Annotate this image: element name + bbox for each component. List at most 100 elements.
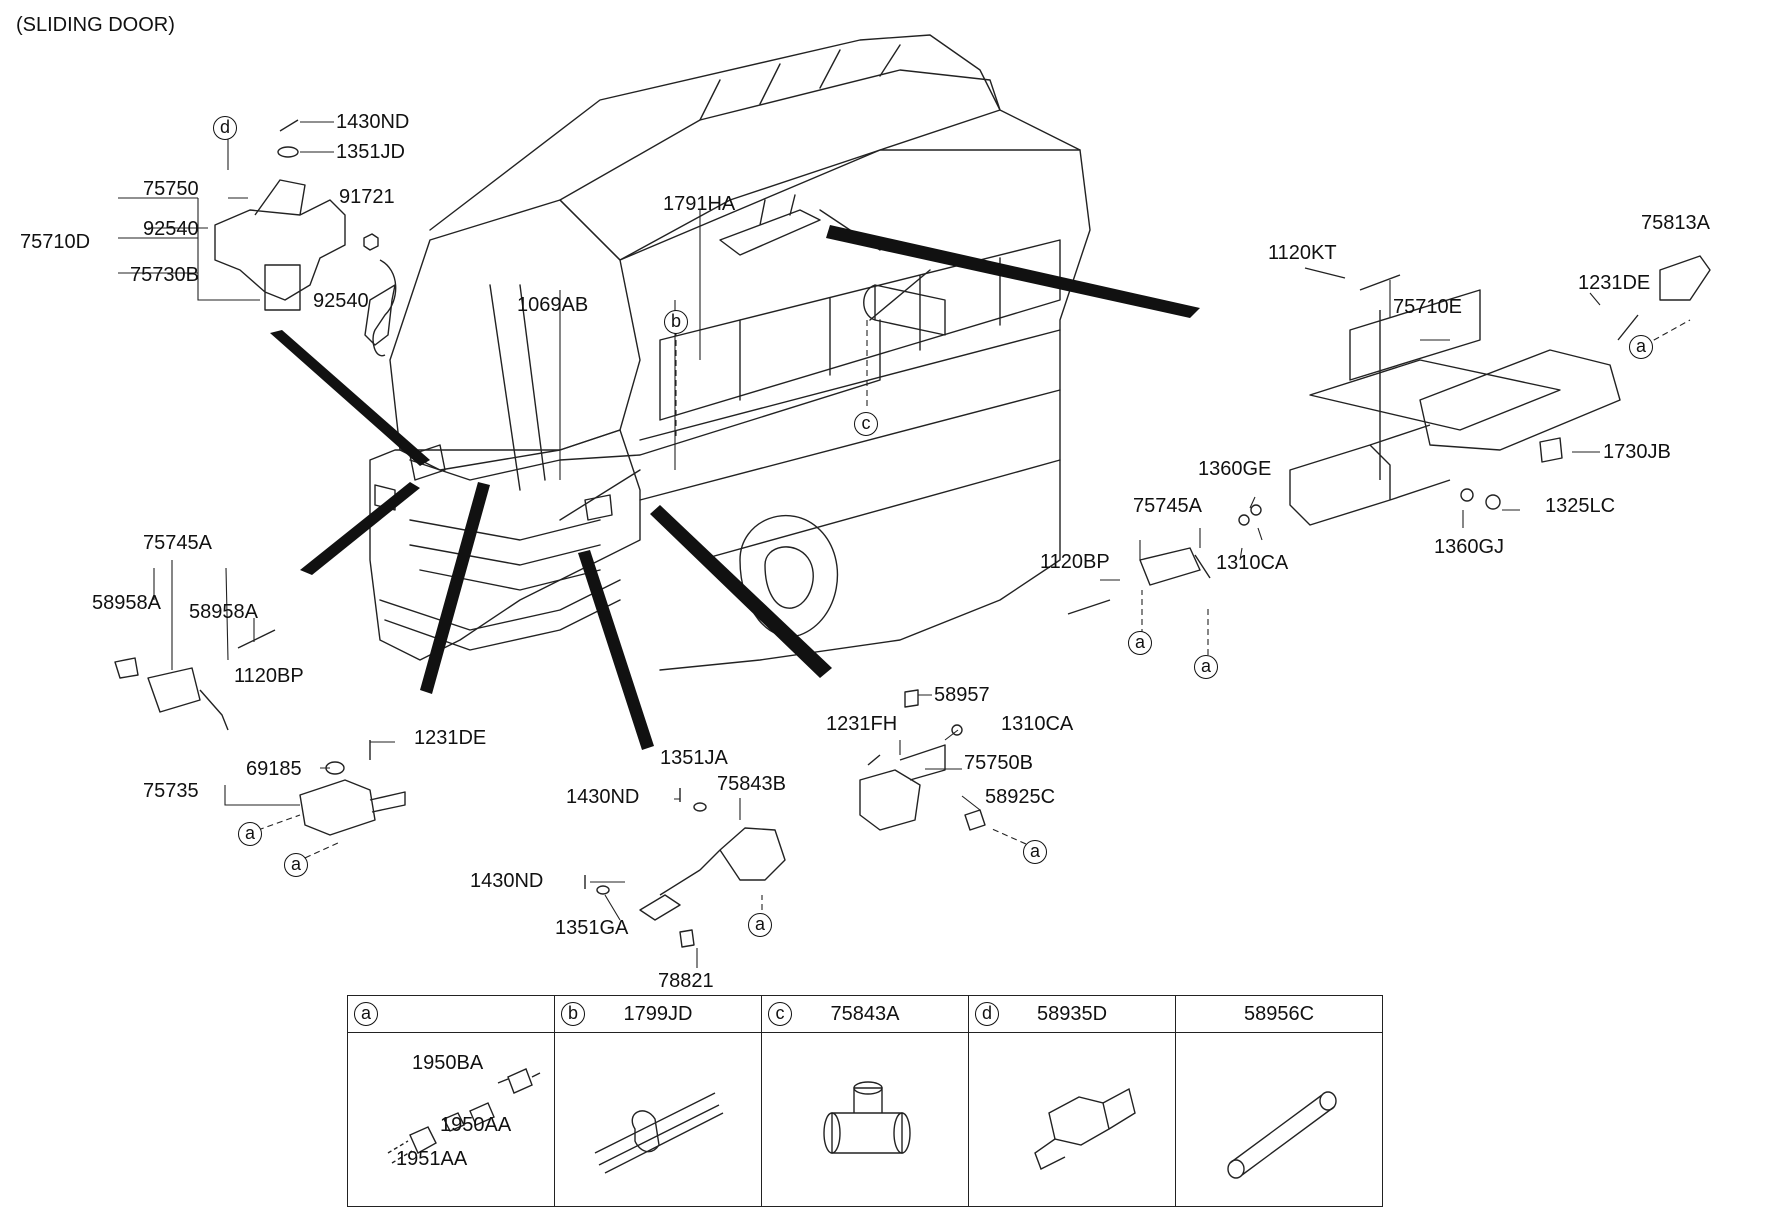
valve-75813A bbox=[1659, 255, 1711, 301]
label-75750: 75750 bbox=[143, 178, 199, 200]
label-1310CA-mid: 1310CA bbox=[1001, 713, 1074, 735]
bus-roof-panel bbox=[559, 69, 1001, 261]
leader-band-3 bbox=[420, 482, 490, 694]
valve-75735 bbox=[299, 779, 406, 836]
bus-grille bbox=[409, 519, 601, 591]
label-1351JD: 1351JD bbox=[336, 141, 405, 163]
legend-cell-header: a bbox=[348, 996, 554, 1033]
label-1430ND-mid: 1430ND bbox=[566, 786, 640, 808]
hose-58956C-drawing bbox=[1227, 1091, 1337, 1179]
legend-table: a 1950BA 1950AA 1951AA b 1799JD bbox=[347, 995, 1383, 1207]
legend-cell-a: a 1950BA 1950AA 1951AA bbox=[348, 996, 555, 1206]
callout-c: c bbox=[854, 412, 878, 436]
actuator-75710D bbox=[214, 179, 346, 311]
wiper-blades bbox=[489, 284, 546, 491]
legend-cell-d: d 58935D bbox=[969, 996, 1176, 1206]
callout-a: a bbox=[748, 913, 772, 937]
leader-lines bbox=[118, 121, 1601, 968]
dashed-leader-a-l2 bbox=[295, 841, 341, 863]
label-1231FH: 1231FH bbox=[826, 713, 898, 735]
bus-headlights bbox=[374, 484, 613, 521]
insert-1950AA bbox=[469, 1102, 495, 1126]
bus-roof-ribs bbox=[699, 44, 901, 121]
label-1120BP-right: 1120BP bbox=[1040, 551, 1110, 573]
nut-1360GJ bbox=[1460, 488, 1474, 502]
hose-end-near bbox=[1227, 1159, 1245, 1179]
legend-part-1950AA: 1950AA bbox=[440, 1114, 512, 1136]
bus-bumper bbox=[379, 579, 621, 651]
legend-cell-header: c 75843A bbox=[762, 996, 968, 1033]
label-92540-lower: 92540 bbox=[313, 290, 369, 312]
label-1231DE-right: 1231DE bbox=[1578, 272, 1651, 294]
connector-1950BA bbox=[497, 1068, 541, 1094]
label-1730JB: 1730JB bbox=[1603, 441, 1671, 463]
valve-75750B bbox=[859, 744, 946, 831]
elbow-58958A-l bbox=[114, 657, 139, 679]
callout-a: a bbox=[1629, 335, 1653, 359]
callout-b: b bbox=[664, 310, 688, 334]
label-58958A-right: 58958A bbox=[189, 601, 258, 623]
valve-75745A-r bbox=[1139, 547, 1211, 586]
callout-a: a bbox=[1194, 655, 1218, 679]
bus-mirror bbox=[364, 284, 396, 346]
leader-band-1 bbox=[270, 330, 430, 466]
bolt-1430ND-top bbox=[279, 119, 299, 132]
callout-a: a bbox=[1128, 631, 1152, 655]
bolt-1120KT bbox=[1304, 267, 1346, 279]
label-58957: 58957 bbox=[934, 684, 990, 706]
label-75710D: 75710D bbox=[20, 231, 91, 253]
tee-port-right bbox=[893, 1112, 911, 1154]
base-plate-75710E bbox=[1309, 359, 1561, 431]
cap-1730JB bbox=[1539, 437, 1563, 463]
sleeve-1950BA bbox=[443, 1112, 465, 1132]
label-58958A-left: 58958A bbox=[92, 592, 161, 614]
dashed-leader-a-l1 bbox=[257, 814, 301, 831]
label-75730B: 75730B bbox=[130, 264, 199, 286]
bus-side-windows bbox=[659, 239, 1061, 421]
legend-cell-e: 58956C bbox=[1176, 996, 1382, 1206]
label-1360GE: 1360GE bbox=[1198, 458, 1272, 480]
air-tank bbox=[863, 284, 946, 336]
fitting-58935D-drawing bbox=[1034, 1087, 1136, 1170]
diagram-title: (SLIDING DOOR) bbox=[16, 14, 175, 36]
label-75710E: 75710E bbox=[1393, 296, 1462, 318]
fitting-58957 bbox=[904, 689, 919, 708]
label-1360GJ: 1360GJ bbox=[1434, 536, 1505, 558]
label-75813A: 75813A bbox=[1641, 212, 1710, 234]
fitting-thread bbox=[1102, 1087, 1136, 1130]
hose-pair bbox=[594, 1092, 724, 1174]
label-1791HA: 1791HA bbox=[663, 193, 736, 215]
leader-band-2 bbox=[300, 482, 420, 575]
dashed-leader-a-far bbox=[1644, 319, 1691, 346]
air-hose-route bbox=[409, 209, 931, 521]
washer-1351JA bbox=[693, 802, 707, 812]
label-1325LC: 1325LC bbox=[1545, 495, 1616, 517]
fitting-barb bbox=[1034, 1138, 1066, 1170]
tube-1951AA-end bbox=[387, 1140, 413, 1164]
label-75745A-left: 75745A bbox=[143, 532, 212, 554]
bolt-1120BP-l bbox=[237, 629, 276, 649]
hose-end-far bbox=[1319, 1091, 1337, 1111]
legend-cell-header: d 58935D bbox=[969, 996, 1175, 1033]
label-58925C: 58925C bbox=[985, 786, 1056, 808]
legend-code-58956C: 58956C bbox=[1243, 1003, 1315, 1025]
label-1351GA: 1351GA bbox=[555, 917, 629, 939]
label-1231DE-left: 1231DE bbox=[414, 727, 487, 749]
cylinder-75843B bbox=[639, 827, 786, 921]
legend-key-c: c bbox=[768, 1002, 792, 1026]
callout-a: a bbox=[238, 822, 262, 846]
label-75735: 75735 bbox=[143, 780, 199, 802]
leader-band-4 bbox=[578, 550, 654, 750]
label-1069AB: 1069AB bbox=[517, 294, 589, 316]
label-75843B: 75843B bbox=[717, 773, 786, 795]
bus-front-wheel bbox=[739, 514, 839, 638]
bus-side-top bbox=[619, 149, 1081, 261]
label-92540: 92540 bbox=[143, 218, 199, 240]
legend-cell-b: b 1799JD bbox=[555, 996, 762, 1206]
tee-body bbox=[831, 1087, 903, 1154]
tee-port-left bbox=[823, 1112, 841, 1154]
legend-cell-header: 58956C bbox=[1176, 996, 1382, 1033]
nut-1310CA-r bbox=[1250, 504, 1262, 516]
